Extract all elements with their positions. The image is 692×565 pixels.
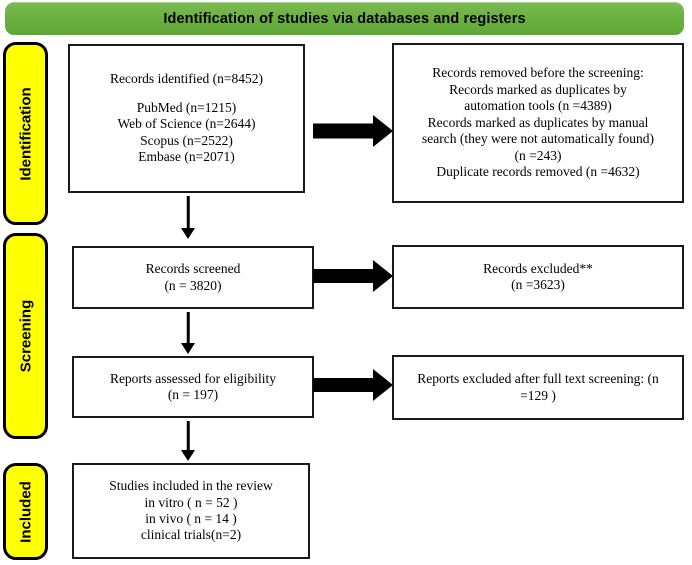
- box-records-removed: Records removed before the screening: Re…: [392, 43, 684, 203]
- page-title: Identification of studies via databases …: [163, 10, 526, 27]
- records-removed-heading: Records removed before the screening:: [432, 65, 644, 81]
- arrow-shaft: [186, 421, 190, 450]
- arrow-right-assessed-to-excluded: [313, 369, 393, 401]
- records-identified-source-scopus: Scopus (n=2522): [140, 132, 233, 148]
- records-identified-source-wos: Web of Science (n=2644): [117, 116, 256, 132]
- arrow-shaft: [186, 312, 190, 343]
- box-records-screened: Records screened (n = 3820): [72, 246, 314, 309]
- records-identified-source-embase: Embase (n=2071): [138, 149, 235, 165]
- records-removed-duplicates: Duplicate records removed (n =4632): [436, 164, 640, 180]
- records-removed-manual-3: (n =243): [514, 147, 562, 163]
- records-removed-auto-2: automation tools (n =4389): [464, 98, 612, 114]
- stage-label-identification-text: Identification: [17, 86, 34, 181]
- stage-label-identification: Identification: [3, 42, 48, 225]
- header-banner: Identification of studies via databases …: [5, 2, 684, 35]
- arrow-head-icon: [181, 343, 195, 354]
- arrow-down-screened-to-eligibility: [179, 312, 197, 354]
- arrow-head-icon: [181, 450, 195, 461]
- arrow-head-icon: [373, 115, 393, 147]
- records-screened-count: (n = 3820): [164, 277, 222, 293]
- records-excluded-label: Records excluded**: [483, 260, 593, 276]
- studies-included-in-vitro: in vitro ( n = 52 ): [144, 494, 238, 510]
- arrow-shaft: [313, 378, 375, 392]
- studies-included-heading: Studies included in the review: [109, 478, 273, 494]
- arrow-shaft: [186, 196, 190, 228]
- arrow-down-assessed-to-included: [179, 421, 197, 461]
- arrow-head-icon: [373, 369, 393, 401]
- records-removed-manual-1: Records marked as duplicates by manual: [427, 114, 649, 130]
- arrow-shaft: [313, 269, 375, 283]
- records-removed-auto-1: Records marked as duplicates by: [449, 81, 627, 97]
- arrow-right-screened-to-excluded: [313, 260, 393, 292]
- studies-included-clinical-trials: clinical trials(n=2): [140, 527, 242, 543]
- box-records-excluded: Records excluded** (n =3623): [392, 245, 684, 309]
- records-removed-manual-2: search (they were not automatically foun…: [421, 131, 655, 147]
- records-excluded-count: (n =3623): [511, 277, 565, 292]
- box-reports-excluded: Reports excluded after full text screeni…: [392, 355, 684, 420]
- box-records-identified: Records identified (n=8452) PubMed (n=12…: [68, 44, 305, 193]
- records-identified-total: Records identified (n=8452): [109, 71, 264, 87]
- reports-excluded-line-2: =129 ): [520, 387, 556, 403]
- records-screened-label: Records screened: [145, 261, 241, 277]
- stage-label-screening: Screening: [3, 233, 48, 439]
- reports-excluded-line-1: Reports excluded after full text screeni…: [417, 371, 659, 387]
- reports-assessed-count: (n = 197): [167, 387, 219, 402]
- box-studies-included: Studies included in the review in vitro …: [72, 463, 310, 559]
- studies-included-in-vivo: in vivo ( n = 14 ): [145, 511, 237, 526]
- arrow-shaft: [313, 123, 375, 139]
- stage-label-screening-text: Screening: [17, 299, 34, 373]
- reports-assessed-label: Reports assessed for eligibility: [109, 370, 277, 386]
- arrow-head-icon: [373, 260, 393, 292]
- arrow-head-icon: [181, 228, 195, 239]
- stage-label-included-text: Included: [17, 480, 34, 543]
- records-identified-source-pubmed: PubMed (n=1215): [136, 99, 237, 115]
- arrow-right-identified-to-removed: [313, 114, 393, 148]
- box-reports-assessed: Reports assessed for eligibility (n = 19…: [72, 356, 314, 418]
- arrow-down-identified-to-screened: [179, 196, 197, 239]
- stage-label-included: Included: [3, 463, 48, 560]
